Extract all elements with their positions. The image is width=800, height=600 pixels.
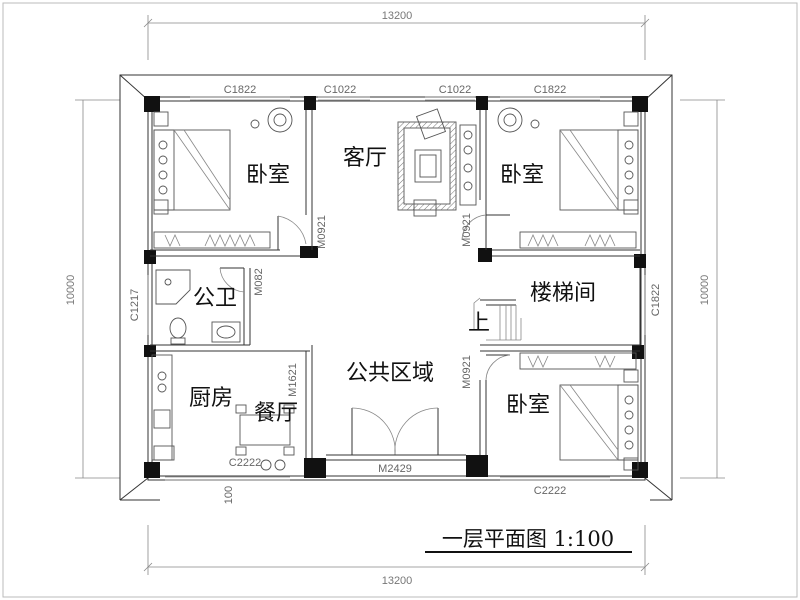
roof-eave-outline: [119, 74, 673, 501]
room-label-stairwell: 楼梯间: [530, 281, 596, 306]
toilet-icon: [169, 317, 187, 345]
room-label-bedroom-bottom-right: 卧室: [506, 393, 550, 418]
room-label-living-room: 客厅: [343, 146, 387, 171]
door-dining-label: M1621: [287, 363, 299, 397]
window-bottom-right: C2222: [500, 476, 610, 497]
window-top-mid-right: C1022: [425, 84, 475, 101]
dimension-top-label: 13200: [382, 10, 413, 22]
bed-top-left: [153, 111, 231, 215]
window-top-left: C1822: [190, 84, 290, 101]
window-left-side: C1217: [129, 275, 149, 335]
door-living-right: M0921: [461, 213, 510, 247]
armchair-top-right: [497, 107, 540, 133]
room-label-bathroom: 公卫: [193, 286, 237, 311]
dimension-top: 13200: [143, 10, 650, 60]
door-stair-bedroom-label: M0921: [461, 355, 473, 389]
dimension-bottom-label: 13200: [382, 575, 413, 587]
door-bedroom-left-label: M0921: [316, 215, 328, 249]
door-stair-bedroom: M0921: [461, 354, 511, 389]
stair-up-label: 上: [468, 311, 490, 336]
dining-table: [235, 404, 295, 471]
window-top-right-label: C1822: [534, 84, 566, 96]
window-right-side: C1822: [644, 275, 662, 335]
door-entrance-label: M2429: [378, 463, 412, 475]
door-entrance: M2429: [326, 407, 466, 475]
window-bottom-right-label: C2222: [534, 485, 566, 497]
drawing-title-text: 一层平面图 1:100: [442, 527, 614, 551]
window-bottom-left: C2222: [165, 457, 290, 481]
interior-walls: [150, 110, 641, 458]
room-label-bedroom-top-left: 卧室: [246, 163, 290, 188]
window-top-left-label: C1822: [224, 84, 256, 96]
door-bedroom-left: M0921: [277, 215, 328, 250]
sofa-set-living: [397, 108, 477, 217]
room-label-public-area: 公共区域: [346, 361, 434, 386]
room-label-dining: 餐厅: [254, 401, 298, 426]
bed-bottom-right: [559, 369, 639, 471]
dimension-left: 10000: [65, 99, 120, 479]
bed-top-right: [559, 111, 639, 215]
wardrobe-top-right: [519, 231, 637, 249]
window-left-side-label: C1217: [129, 289, 141, 321]
window-top-mid-right-label: C1022: [439, 84, 471, 96]
drawing-title: 一层平面图 1:100: [425, 527, 632, 553]
wall-columns: [144, 96, 648, 478]
armchair-top-left: [250, 107, 293, 133]
small-dimension-label: 100: [223, 486, 235, 504]
door-bathroom-label: M082: [253, 268, 265, 296]
dimension-right-label: 10000: [699, 275, 711, 306]
window-top-mid-left-label: C1022: [324, 84, 356, 96]
window-right-side-label: C1822: [650, 284, 662, 316]
room-label-kitchen: 厨房: [189, 386, 233, 411]
window-top-right: C1822: [500, 84, 600, 101]
door-dining: M1621: [287, 363, 299, 397]
wardrobe-bottom-right: [519, 352, 637, 370]
staircase: [473, 297, 522, 341]
dimension-right: 10000: [680, 99, 725, 479]
dimension-left-label: 10000: [65, 275, 77, 306]
shower-tray: [155, 269, 191, 305]
room-label-bedroom-top-right: 卧室: [500, 163, 544, 188]
window-top-mid-left: C1022: [318, 84, 370, 101]
window-bottom-left-label: C2222: [229, 457, 261, 469]
wardrobe-top-left: [153, 231, 271, 249]
door-living-right-label: M0921: [461, 213, 473, 247]
kitchen-counter: [151, 354, 175, 461]
door-bathroom: M082: [219, 267, 265, 296]
dimension-bottom: 13200: [143, 525, 650, 587]
washbasin-icon: [211, 321, 241, 343]
